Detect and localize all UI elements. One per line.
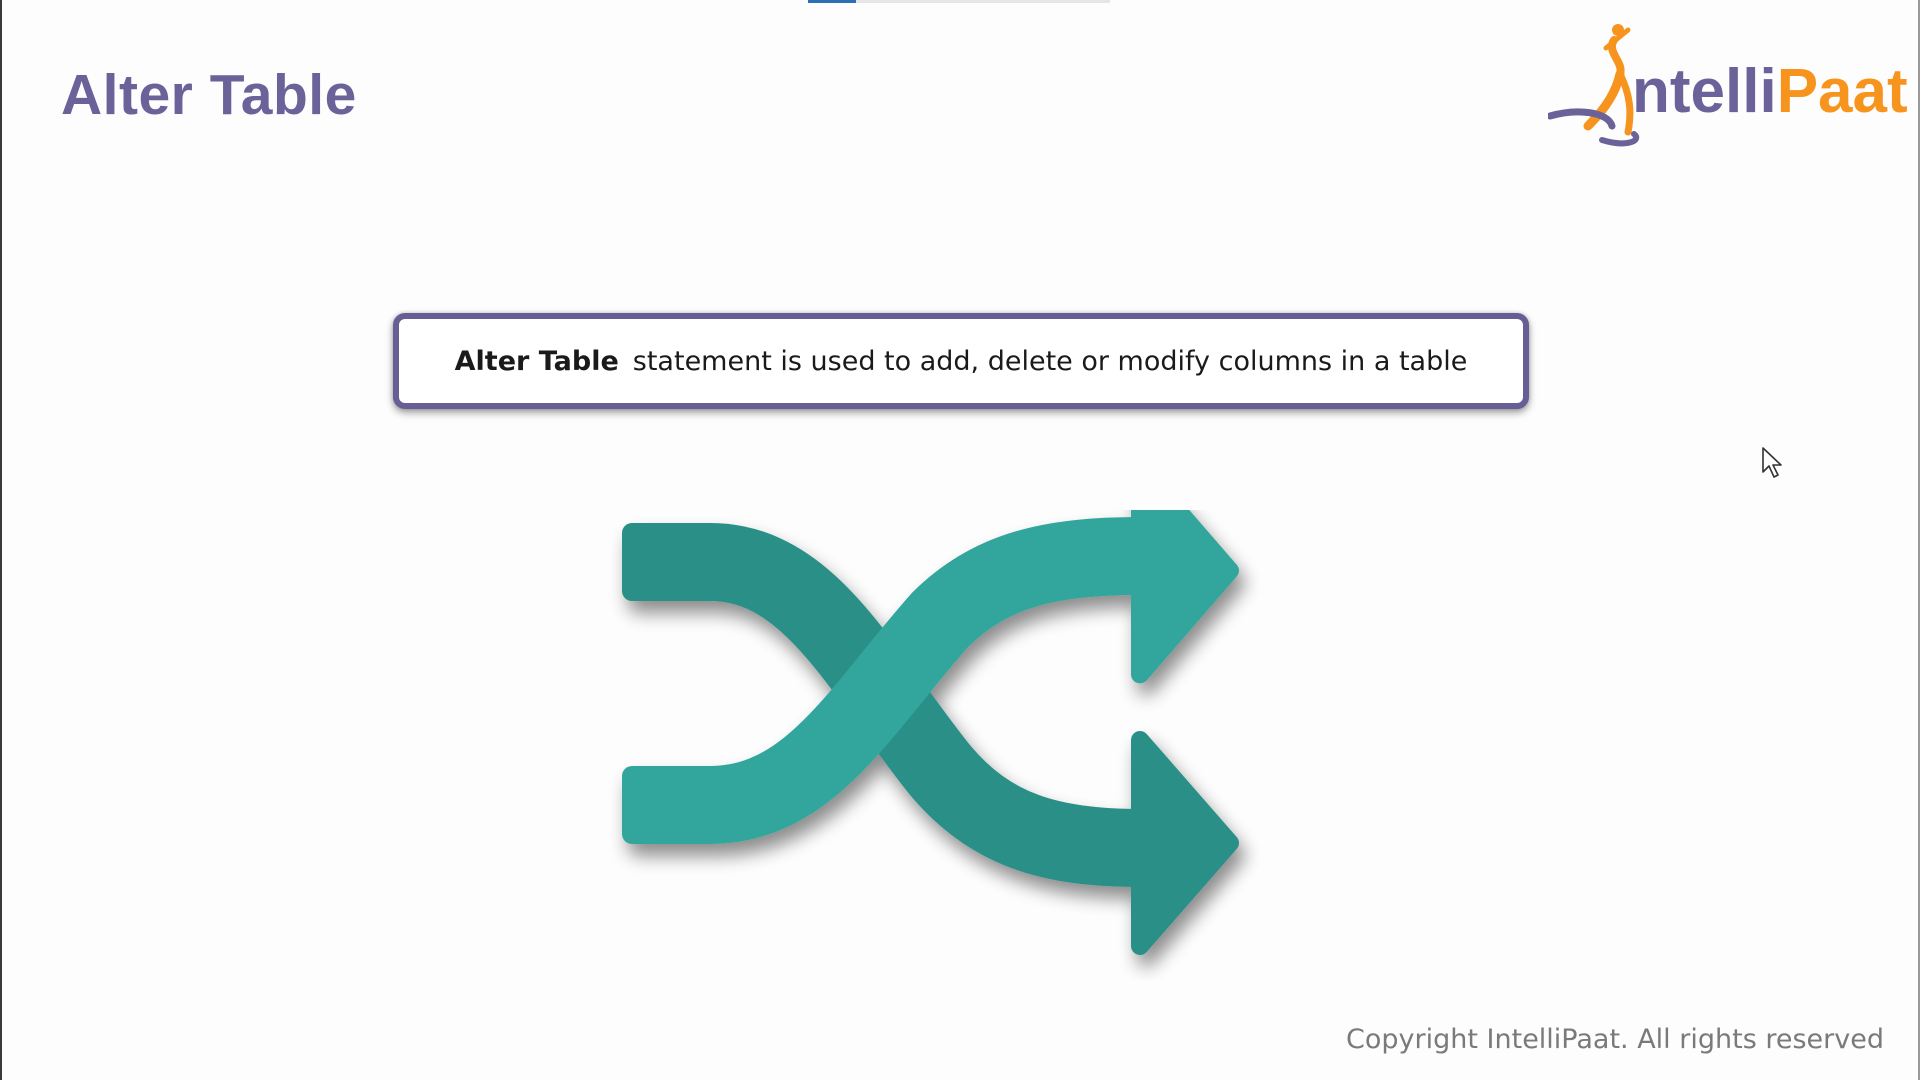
window-frame-left bbox=[0, 0, 2, 1080]
definition-text: statement is used to add, delete or modi… bbox=[632, 345, 1468, 377]
copyright-notice: Copyright IntelliPaat. All rights reserv… bbox=[1346, 1024, 1884, 1055]
slide-title: Alter Table bbox=[61, 63, 357, 127]
video-progress-fill bbox=[808, 0, 857, 3]
definition-box: Alter Table statement is used to add, de… bbox=[393, 313, 1529, 409]
mouse-cursor-icon bbox=[1762, 447, 1782, 478]
window-frame-right bbox=[1918, 0, 1920, 1080]
logo-wordmark: ntelliPaat bbox=[1632, 57, 1908, 126]
video-progress-bar[interactable] bbox=[808, 0, 1110, 3]
definition-term: Alter Table bbox=[454, 345, 619, 377]
logo-figure-icon bbox=[1548, 24, 1640, 147]
shuffle-back-arrow bbox=[622, 523, 1239, 955]
shuffle-front-arrow bbox=[622, 510, 1239, 844]
shuffle-arrows-icon bbox=[622, 510, 1239, 955]
intellipaat-logo: ntelliPaat bbox=[1548, 24, 1908, 147]
